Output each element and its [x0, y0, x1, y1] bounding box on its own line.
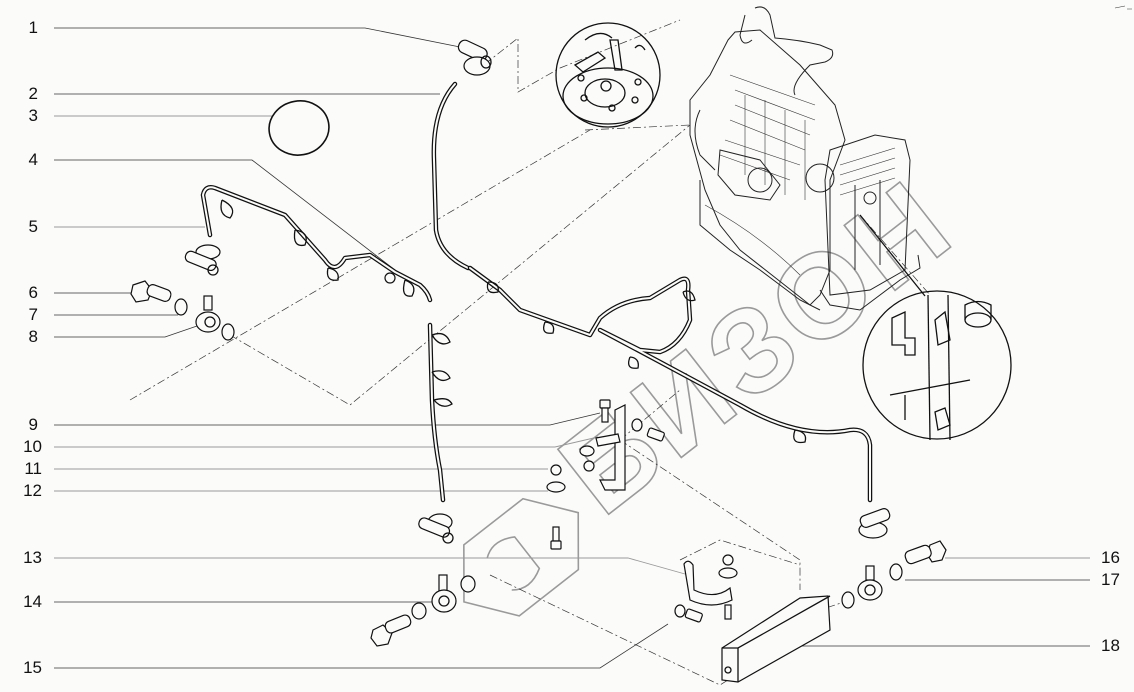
part-18-housing — [721, 595, 831, 683]
watermark-emblem-inner — [486, 536, 541, 591]
part-bottom-bolt — [550, 526, 562, 550]
leader-8 — [54, 325, 198, 338]
leader-13 — [54, 557, 686, 575]
leader-15 — [54, 623, 669, 669]
part-11-nut — [550, 445, 595, 476]
callout-4: 4 — [28, 150, 38, 169]
part-2-hose — [431, 81, 471, 271]
callout-3: 3 — [28, 106, 38, 125]
callout-2: 2 — [28, 84, 38, 103]
part-16-bolt — [858, 508, 947, 565]
part-1-connector — [457, 39, 492, 76]
detail-inset-right — [859, 214, 1012, 441]
callout-10: 10 — [23, 437, 42, 456]
part-7-washer — [174, 298, 188, 316]
leader-10 — [54, 436, 599, 448]
part-vertical-pipe — [427, 322, 453, 503]
engine-illustration — [689, 6, 921, 311]
leader-lines — [54, 27, 1090, 669]
callout-18: 18 — [1101, 636, 1120, 655]
part-4-pipe — [200, 185, 433, 303]
part-6-bolt — [130, 280, 172, 303]
callout-8: 8 — [28, 327, 38, 346]
part-lower-elbow — [418, 513, 454, 544]
leader-1 — [54, 27, 461, 48]
part-13-bracket — [674, 554, 738, 623]
leader-4 — [54, 159, 396, 271]
corner-mark — [1114, 5, 1132, 10]
callout-16: 16 — [1101, 548, 1120, 567]
part-3-ring — [268, 100, 330, 156]
part-10-bracket — [595, 404, 665, 491]
part-12-washer — [546, 481, 566, 493]
part-14-banjo — [370, 574, 476, 647]
assembly-lines — [129, 19, 931, 686]
callout-7: 7 — [28, 305, 38, 324]
part-return-pipe — [467, 265, 873, 503]
callout-6: 6 — [28, 283, 38, 302]
part-17-washer-banjo — [841, 563, 903, 609]
detail-inset-top — [555, 22, 661, 128]
callout-1: 1 — [28, 18, 38, 37]
callout-12: 12 — [23, 481, 42, 500]
callout-17: 17 — [1101, 570, 1120, 589]
callout-9: 9 — [28, 415, 38, 434]
callout-13: 13 — [23, 548, 42, 567]
callout-5: 5 — [28, 217, 38, 236]
leader-9 — [54, 412, 601, 426]
watermark-emblem — [463, 497, 580, 617]
part-9-bolt — [599, 399, 611, 423]
part-5-elbow — [184, 244, 221, 276]
callout-14: 14 — [23, 592, 42, 611]
callout-15: 15 — [23, 658, 42, 677]
callout-11: 11 — [24, 459, 42, 478]
part-8-banjo — [195, 295, 235, 341]
